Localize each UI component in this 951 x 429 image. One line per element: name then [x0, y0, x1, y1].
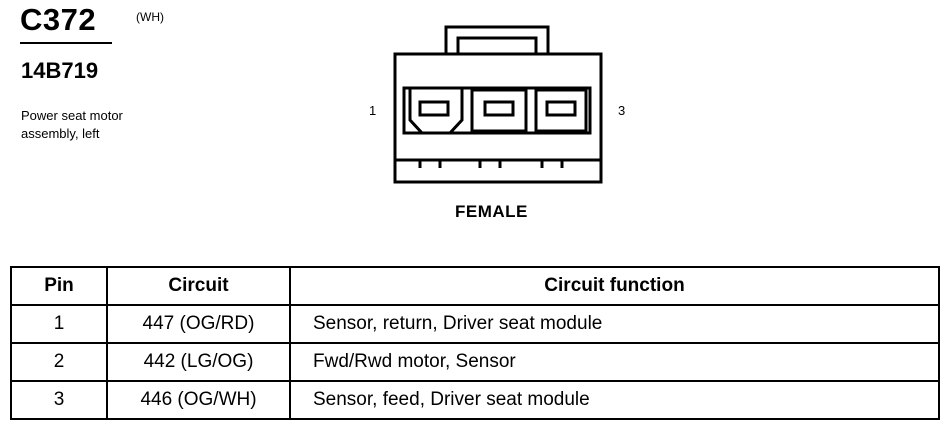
table-row: 1 447 (OG/RD) Sensor, return, Driver sea… [10, 304, 940, 344]
table-row: 2 442 (LG/OG) Fwd/Rwd motor, Sensor [10, 342, 940, 382]
cavity-frame [402, 86, 592, 135]
header-circuit: Circuit [106, 266, 291, 306]
cavity-1 [408, 86, 464, 135]
connector-id-underline [20, 42, 112, 44]
pin-label-left: 1 [369, 103, 377, 118]
pin-cell: 1 [10, 304, 108, 344]
pin-cell: 2 [10, 342, 108, 382]
header-pin: Pin [10, 266, 108, 306]
table-header-row: Pin Circuit Circuit function [10, 266, 940, 306]
function-cell: Sensor, feed, Driver seat module [289, 380, 940, 420]
cavity-3 [534, 88, 588, 133]
bottom-notches [418, 160, 564, 168]
cavity-2 [470, 88, 528, 133]
connector-description: Power seat motor assembly, left [21, 107, 123, 143]
function-cell: Sensor, return, Driver seat module [289, 304, 940, 344]
terminal-2 [483, 100, 515, 117]
connector-id: C372 [20, 2, 97, 37]
circuit-cell: 442 (LG/OG) [106, 342, 291, 382]
connector-body [393, 52, 603, 184]
description-line-2: assembly, left [21, 126, 100, 141]
locking-tab [444, 25, 550, 54]
connector-face-diagram [393, 25, 603, 184]
terminal-3 [545, 100, 577, 117]
part-number: 14B719 [21, 58, 99, 83]
circuit-cell: 447 (OG/RD) [106, 304, 291, 344]
terminal-1 [418, 100, 450, 117]
pinout-table: Pin Circuit Circuit function 1 447 (OG/R… [10, 266, 940, 420]
function-cell: Fwd/Rwd motor, Sensor [289, 342, 940, 382]
pin-label-right: 3 [618, 103, 626, 118]
description-line-1: Power seat motor [21, 108, 123, 123]
view-label: FEMALE [455, 202, 528, 221]
circuit-cell: 446 (OG/WH) [106, 380, 291, 420]
header-function: Circuit function [289, 266, 940, 306]
table-row: 3 446 (OG/WH) Sensor, feed, Driver seat … [10, 380, 940, 420]
pin-cell: 3 [10, 380, 108, 420]
locking-tab-inner [456, 36, 538, 54]
connector-color: (WH) [136, 10, 164, 24]
